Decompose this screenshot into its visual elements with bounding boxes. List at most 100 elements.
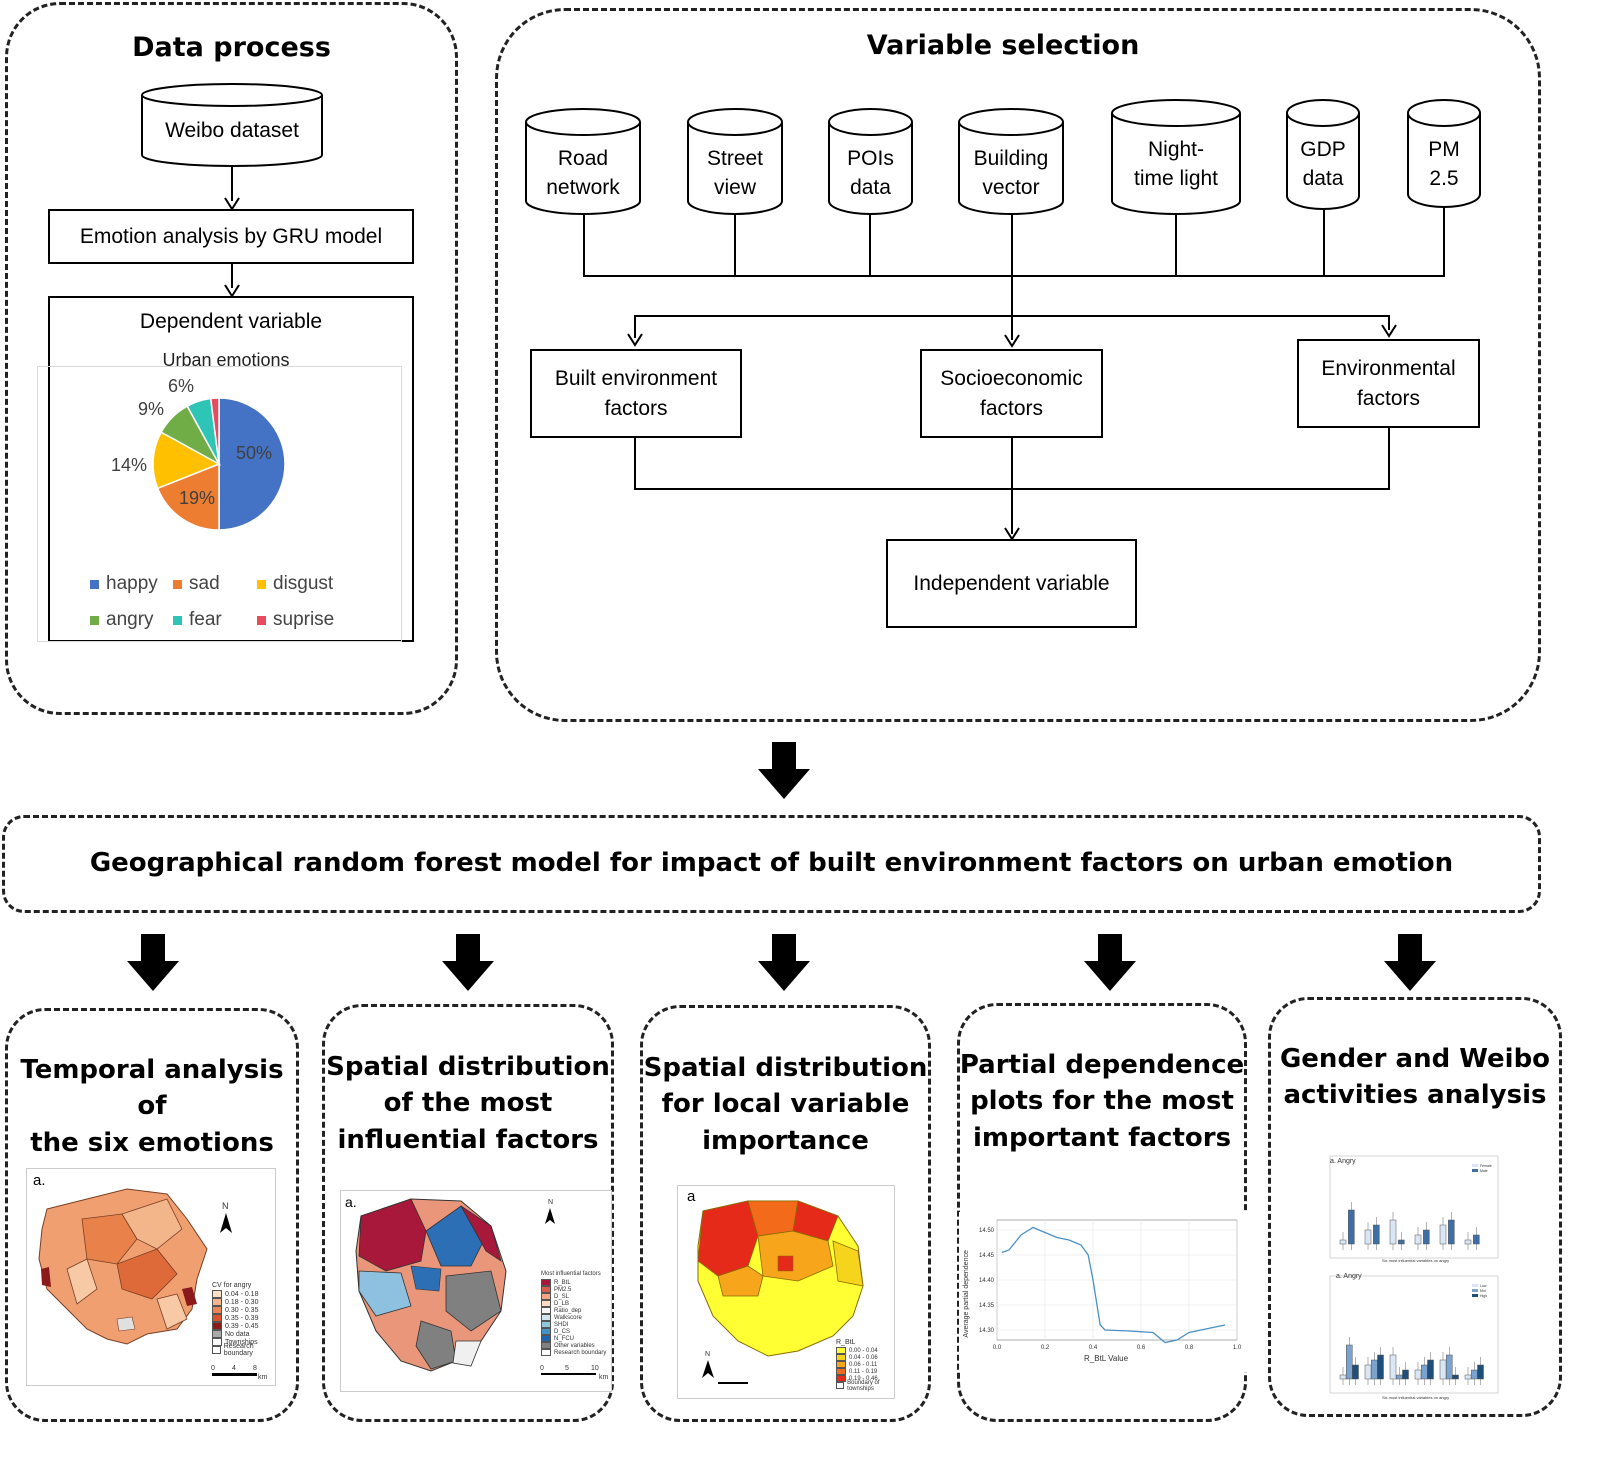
variable-selection-title: Variable selection <box>866 30 1140 61</box>
pdp-ytick: 14.30 <box>979 1328 995 1334</box>
legend-sad: sad <box>173 573 220 595</box>
data-process-panel <box>5 2 458 715</box>
box-plot-box <box>1473 1234 1480 1245</box>
pdp-xlabel: R_BtL Value <box>1084 1354 1129 1363</box>
pdp-ytick: 14.45 <box>979 1253 995 1259</box>
box-plot-box <box>1377 1354 1384 1380</box>
down-arrow-icon <box>1084 934 1136 991</box>
scale-bar <box>212 1373 257 1376</box>
emotion-analysis-label: Emotion analysis by GRU model <box>79 224 383 248</box>
box-plot-box <box>1364 1364 1372 1380</box>
legend-entry: 0.04 - 0.06 <box>836 1354 894 1361</box>
legend-entry: Townships <box>212 1338 275 1346</box>
env-factors-line1: Environmental <box>1321 357 1456 381</box>
legend-entry: D_CS <box>541 1328 606 1335</box>
box-legend-label: Female <box>1480 1164 1492 1168</box>
box-legend-label: Male <box>1480 1169 1488 1173</box>
map1-scale-unit: km <box>258 1374 268 1381</box>
pdp-line <box>1001 1226 1226 1344</box>
legend-entry: Boundary of townships <box>836 1380 894 1392</box>
pdp-ytick: 14.50 <box>979 1228 995 1234</box>
emotion-analysis-box: Emotion analysis by GRU model <box>48 209 414 264</box>
output-panel-gender <box>1268 997 1562 1417</box>
box-plot-box <box>1471 1369 1478 1380</box>
cylinder-shape <box>141 83 323 167</box>
map1-scale-1: 4 <box>232 1365 236 1372</box>
north-arrow-icon: N <box>222 1201 229 1211</box>
legend-entry: 0.39 - 0.45 <box>212 1322 275 1330</box>
pie-slice-suprise <box>209 397 220 465</box>
map2-legend-title: Most influential factors <box>541 1271 601 1277</box>
pie-label-disgust: 14% <box>111 455 147 475</box>
legend-entry: D_SL <box>541 1293 606 1300</box>
legend-entry: 0.35 - 0.39 <box>212 1314 275 1322</box>
box-legend-label: Low <box>1480 1284 1487 1288</box>
map2-scale-1: 5 <box>565 1365 569 1372</box>
box-plot-box <box>1414 1234 1422 1245</box>
map1-panel-letter: a. <box>33 1172 46 1189</box>
pdp-xtick: 0.4 <box>1089 1345 1098 1351</box>
down-arrow-icon <box>442 934 494 991</box>
down-arrow-icon <box>127 934 179 991</box>
model-panel <box>2 815 1541 913</box>
built-factors-line2: factors <box>604 396 668 420</box>
output-panel-spatial-factors <box>322 1004 614 1422</box>
variable-selection-panel <box>495 8 1541 722</box>
pdp-xtick: 0.6 <box>1137 1345 1146 1351</box>
box2-title: a. Angry <box>1336 1273 1362 1280</box>
legend-happy: happy <box>90 573 158 595</box>
pie-label-sad: 19% <box>179 488 215 508</box>
pdp-ytick: 14.35 <box>979 1303 995 1309</box>
dependent-variable-label: Dependent variable <box>139 310 323 333</box>
pie-label-angry: 9% <box>138 399 164 419</box>
map3-panel-letter: a <box>687 1188 696 1205</box>
box-plot-box <box>1339 1239 1347 1245</box>
map3-legend-title: R_BtL <box>836 1339 856 1346</box>
box-plot-box <box>1448 1219 1455 1245</box>
legend-entry: Other variables <box>541 1342 606 1349</box>
box1-title: a. Angry <box>1330 1158 1356 1165</box>
pdp-xtick: 0.0 <box>993 1345 1002 1351</box>
box-plot-box <box>1402 1369 1409 1380</box>
weibo-dataset-label: Weibo dataset <box>165 119 299 142</box>
box-plot-box <box>1396 1374 1403 1380</box>
legend-entry: 0.30 - 0.35 <box>212 1306 275 1314</box>
legend-entry: 0.18 - 0.30 <box>212 1298 275 1306</box>
weibo-dataset-cylinder: Weibo dataset <box>140 83 324 167</box>
box-plot-box <box>1414 1369 1422 1380</box>
box-plot-box <box>1439 1359 1447 1380</box>
legend-entry: 0.04 - 0.18 <box>212 1290 275 1298</box>
legend-entry: PM2.5 <box>541 1286 606 1293</box>
down-arrow-icon <box>758 934 810 991</box>
legend-entry: D_LB <box>541 1300 606 1307</box>
legend-entry: SHDI <box>541 1321 606 1328</box>
pdp-xtick: 0.8 <box>1185 1345 1194 1351</box>
legend-entry: No data <box>212 1330 275 1338</box>
box-plot-box <box>1346 1344 1353 1380</box>
box-plot-box <box>1464 1239 1472 1245</box>
legend-entry: Research boundary <box>212 1343 275 1357</box>
box1-xlabel: Six most influential variables on angry <box>1382 1258 1450 1263</box>
pdp-ytick: 14.40 <box>979 1278 995 1284</box>
socio-factors-line1: Socioeconomic <box>940 367 1083 391</box>
model-title: Geographical random forest model for imp… <box>89 848 1454 878</box>
